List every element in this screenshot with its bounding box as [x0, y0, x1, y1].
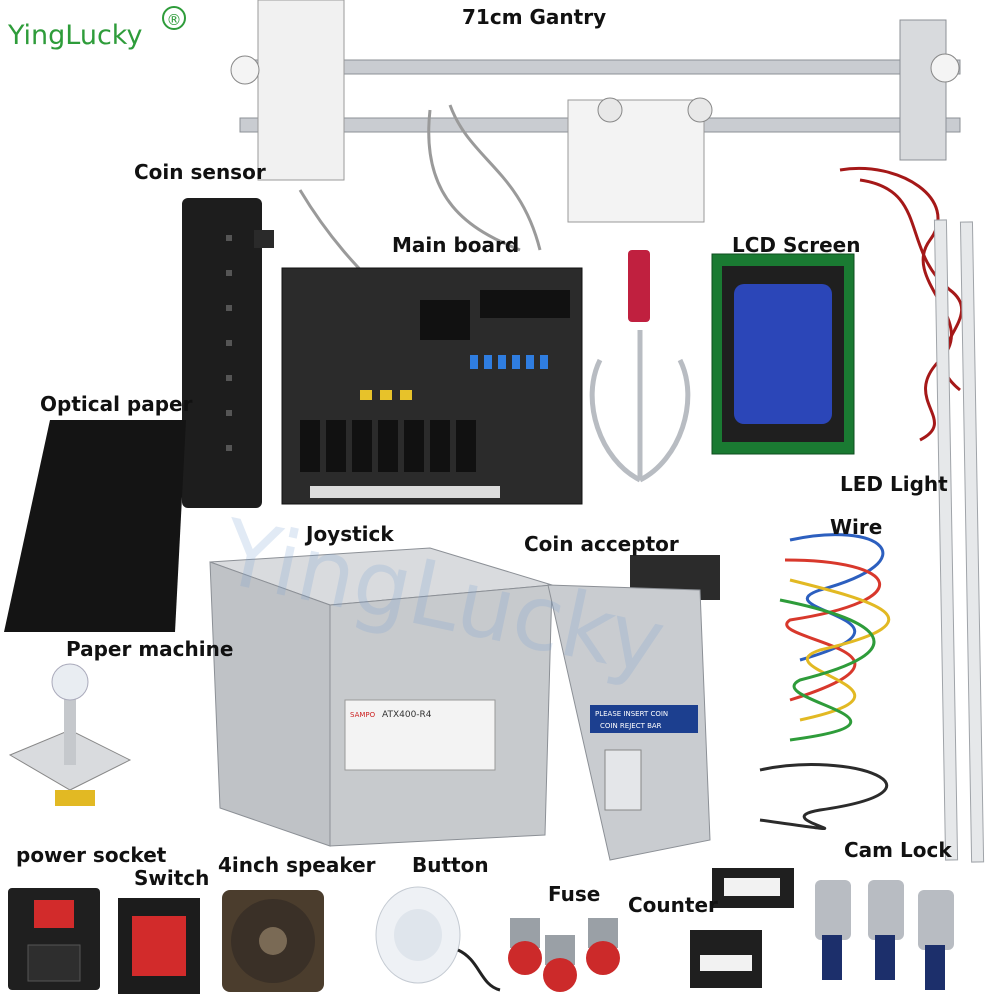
label-led-light: LED Light: [840, 472, 948, 496]
label-counter: Counter: [628, 893, 718, 917]
label-lcd-screen: LCD Screen: [732, 233, 861, 257]
wire-image: [759, 533, 891, 831]
joystick-image: [8, 663, 132, 806]
psu-brand-label: SAMPO: [350, 711, 376, 719]
led-light-image: [933, 219, 985, 863]
label-speaker: 4inch speaker: [218, 853, 376, 877]
label-cam-lock: Cam Lock: [844, 838, 952, 862]
coin-acceptor-image: PLEASE INSERT COIN COIN REJECT BAR: [547, 555, 720, 861]
label-fuse: Fuse: [548, 882, 601, 906]
label-button: Button: [412, 853, 489, 877]
label-power-socket: power socket: [16, 843, 167, 867]
cam-lock-image: [815, 880, 954, 990]
label-switch: Switch: [134, 866, 210, 890]
registered-mark: ®: [162, 6, 186, 30]
label-joystick: Joystick: [306, 522, 394, 546]
brand-name: YingLucky: [8, 20, 143, 51]
label-wire: Wire: [830, 515, 883, 539]
label-coin-acceptor: Coin acceptor: [524, 532, 679, 556]
psu-model-label: ATX400-R4: [382, 710, 432, 720]
label-optical-paper: Optical paper: [40, 392, 193, 416]
claw-image: [589, 250, 691, 483]
label-coin-sensor: Coin sensor: [134, 160, 266, 184]
counter-image: [690, 868, 794, 988]
coin-plate-line1: PLEASE INSERT COIN: [595, 710, 668, 718]
button-image: [375, 886, 501, 992]
fuse-image: [508, 918, 620, 992]
optical-paper-image: [4, 420, 186, 632]
speaker-image: [222, 890, 324, 992]
switch-image: [118, 898, 200, 994]
label-main-board: Main board: [392, 233, 520, 257]
label-gantry: 71cm Gantry: [462, 5, 607, 29]
main-board-image: [281, 267, 583, 505]
lcd-screen-image: [711, 253, 855, 455]
power-supply-image: ATX400-R4 SAMPO: [209, 547, 553, 847]
gantry-image: [230, 0, 961, 223]
brand-logo: YingLucky ®: [0, 0, 192, 64]
coin-sensor-image: [182, 198, 274, 508]
coin-plate-line2: COIN REJECT BAR: [600, 722, 662, 730]
label-paper-machine: Paper machine: [66, 637, 234, 661]
power-socket-image: [8, 888, 100, 990]
